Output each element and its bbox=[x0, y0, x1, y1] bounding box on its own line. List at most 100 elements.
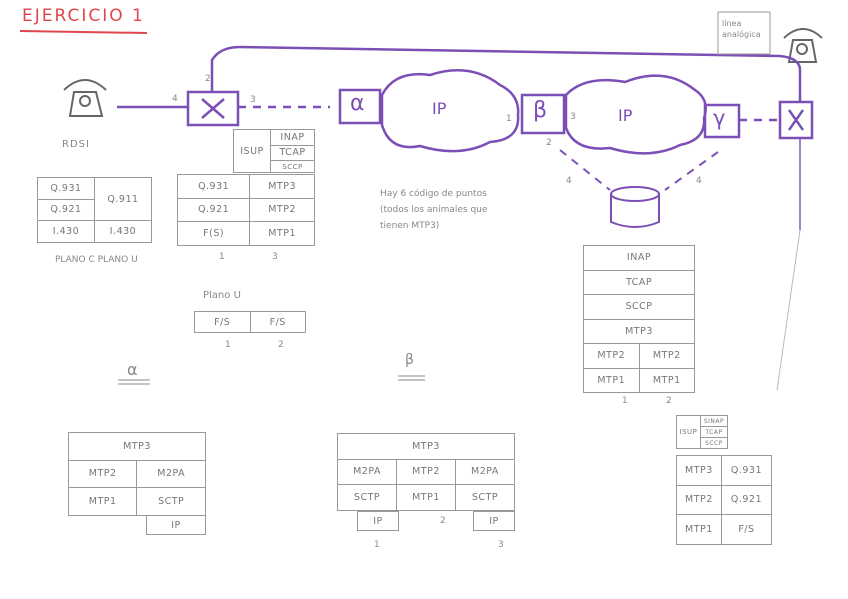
cell: MTP1 bbox=[638, 367, 695, 393]
cell: F(S) bbox=[176, 221, 251, 246]
port-label: 4 bbox=[696, 176, 702, 186]
col-label: 1 bbox=[219, 252, 225, 262]
alpha-stack-label: α bbox=[127, 360, 138, 379]
cell: ISUP bbox=[676, 415, 701, 449]
cell: TCAP bbox=[583, 269, 695, 295]
col-label: 2 bbox=[278, 340, 284, 350]
cell: F/S bbox=[194, 311, 251, 333]
ip-cloud-1 bbox=[380, 69, 520, 153]
cell: F/S bbox=[720, 514, 773, 545]
stack-beta-ip-a: IP bbox=[357, 511, 399, 531]
cell: MTP2 bbox=[583, 343, 640, 369]
beta-symbol: β bbox=[533, 98, 548, 123]
cell: MTP1 bbox=[396, 484, 456, 511]
cell: MTP1 bbox=[67, 487, 138, 516]
cell: Q.921 bbox=[37, 198, 95, 222]
port-label: 4 bbox=[566, 176, 572, 186]
cell: MTP1 bbox=[676, 514, 722, 545]
cell: SCTP bbox=[136, 487, 206, 516]
node-gamma-box bbox=[703, 103, 741, 139]
cloud2-label: IP bbox=[618, 106, 633, 125]
cell: SCCP bbox=[699, 437, 729, 449]
cell: Q.931 bbox=[37, 177, 95, 200]
node-alpha-box bbox=[338, 88, 382, 125]
note-line: tienen MTP3) bbox=[380, 221, 440, 231]
cell: ISUP bbox=[233, 129, 271, 173]
col-label: 1 bbox=[622, 396, 628, 406]
cell: SINAP bbox=[699, 415, 729, 427]
cell: I.430 bbox=[94, 220, 152, 243]
telephone-icon-right bbox=[783, 28, 823, 63]
port-label: 4 bbox=[172, 94, 178, 104]
cell: MTP3 bbox=[337, 433, 515, 460]
cell: MTP3 bbox=[676, 455, 722, 486]
linea-analogica-label: línea analógica bbox=[722, 19, 761, 39]
cell: MTP2 bbox=[396, 458, 456, 486]
cell: IP bbox=[473, 511, 515, 531]
cell: Q.911 bbox=[94, 176, 152, 222]
node-beta-box bbox=[520, 93, 566, 135]
cell: Q.921 bbox=[176, 197, 251, 223]
note-line: Hay 6 código de puntos bbox=[380, 189, 487, 199]
cell: INAP bbox=[583, 245, 695, 271]
stack-alpha-ip: IP bbox=[146, 515, 206, 535]
col-label: 3 bbox=[498, 540, 504, 550]
cell: MTP2 bbox=[67, 459, 138, 489]
port-label: 3 bbox=[570, 112, 576, 122]
cell: SCCP bbox=[583, 294, 695, 320]
beta-stack-label: β bbox=[405, 352, 414, 368]
database-icon bbox=[610, 186, 660, 228]
gamma-symbol: γ bbox=[713, 106, 726, 130]
col-label: 2 bbox=[666, 396, 672, 406]
port-label: 2 bbox=[205, 74, 211, 84]
alpha-symbol: α bbox=[350, 91, 365, 116]
port-label: 3 bbox=[250, 95, 256, 105]
cell: M2PA bbox=[336, 458, 398, 486]
cell: MTP3 bbox=[583, 318, 695, 344]
cell: TCAP bbox=[270, 144, 315, 162]
port-label: 1 bbox=[506, 114, 512, 124]
cell: SCTP bbox=[454, 484, 516, 511]
cloud1-label: IP bbox=[432, 99, 447, 118]
cell: MTP2 bbox=[638, 343, 695, 369]
page-title: Ejercicio 1 bbox=[22, 6, 145, 26]
linea-analogica-box bbox=[717, 11, 771, 55]
port-label: 2 bbox=[546, 138, 552, 148]
switch-x1 bbox=[186, 90, 240, 127]
cell: SCTP bbox=[336, 484, 398, 511]
cell: IP bbox=[146, 515, 206, 535]
col-label: 1 bbox=[225, 340, 231, 350]
col-label: 2 bbox=[440, 516, 446, 526]
cell: MTP2 bbox=[676, 484, 722, 516]
col-label: 3 bbox=[272, 252, 278, 262]
cell: MTP1 bbox=[249, 221, 315, 246]
col-label: 1 bbox=[374, 540, 380, 550]
cell: Q.931 bbox=[176, 174, 251, 199]
cell: Q.921 bbox=[720, 484, 773, 516]
cell: Q.931 bbox=[720, 455, 773, 486]
telephone-icon-left bbox=[63, 79, 107, 117]
note-text: Hay 6 código de puntos (todos los animal… bbox=[380, 186, 487, 234]
cell: M2PA bbox=[136, 459, 206, 489]
stack-beta-ip-b: IP bbox=[473, 511, 515, 531]
cell: MTP3 bbox=[68, 432, 206, 461]
note-line: (todos los animales que bbox=[380, 205, 488, 215]
cell: MTP1 bbox=[583, 367, 640, 393]
cell: F/S bbox=[249, 311, 306, 333]
cell: IP bbox=[357, 511, 399, 531]
cell: M2PA bbox=[454, 458, 516, 486]
rdsi-label: RDSI bbox=[62, 139, 90, 150]
ip-cloud-2 bbox=[564, 74, 707, 155]
cell: INAP bbox=[270, 129, 315, 146]
cell: I.430 bbox=[37, 220, 95, 243]
plano-labels: PLANO C PLANO U bbox=[55, 255, 138, 265]
